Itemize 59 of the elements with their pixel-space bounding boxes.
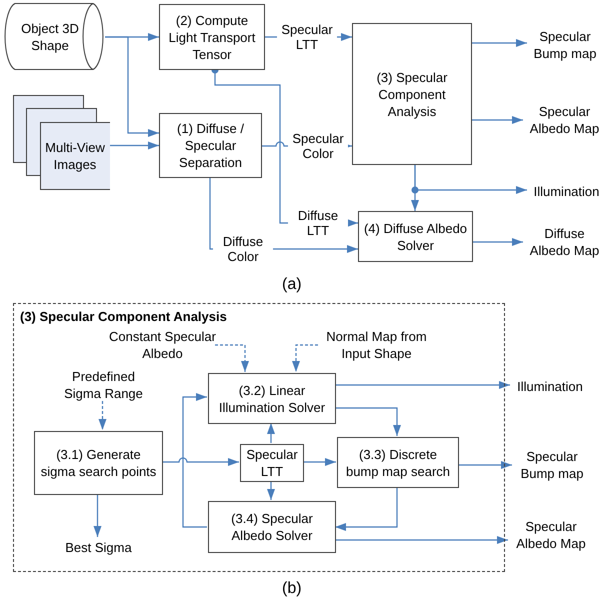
output-label: Predefined Sigma Range xyxy=(56,368,151,402)
edge-label: Diffuse LTT xyxy=(288,208,348,238)
arrow xyxy=(411,165,419,211)
box-label: Specular LTT xyxy=(245,446,299,480)
box-label: (3.1) Generate sigma search points xyxy=(40,446,158,480)
process-box xyxy=(337,437,459,488)
output-label: Specular Bump map xyxy=(527,28,603,62)
box-label: (3.2) Linear Illumination Solver xyxy=(218,382,326,416)
dashed-arrow xyxy=(215,344,249,372)
output-label: Specular Bump map xyxy=(512,448,592,482)
box-label: (2) Compute Light Transport Tensor xyxy=(168,12,256,62)
output-label: Illumination xyxy=(510,377,590,395)
arrow xyxy=(267,481,275,500)
process-box xyxy=(159,4,265,70)
panel-caption: (b) xyxy=(282,579,302,599)
arrow xyxy=(472,39,527,47)
dashed-panel xyxy=(13,303,505,572)
dashed-arrow xyxy=(292,344,318,372)
arrow xyxy=(335,381,510,389)
edge-label: Specular Color xyxy=(288,131,348,161)
box-label: (4) Diffuse Albedo Solver xyxy=(363,220,468,254)
arrow xyxy=(110,142,159,150)
arrow xyxy=(303,458,336,466)
panel-heading: (3) Specular Component Analysis xyxy=(20,308,227,326)
output-label: Constant Specular Albedo xyxy=(109,328,216,362)
output-label: Illumination xyxy=(527,182,606,200)
arrow xyxy=(473,238,523,246)
arrow xyxy=(182,393,207,528)
output-label: Specular Albedo Map xyxy=(508,518,594,552)
dashed-arrow xyxy=(98,401,106,430)
process-box xyxy=(352,23,472,165)
arrow xyxy=(335,487,398,531)
box-label: (1) Diffuse / Specular Separation xyxy=(176,120,245,171)
box-label: (3.3) Discrete bump map search xyxy=(344,446,452,480)
arrow xyxy=(267,423,275,443)
output-label: Diffuse Albedo Map xyxy=(523,225,606,259)
arrow xyxy=(94,494,102,537)
process-box xyxy=(208,501,336,553)
output-label: Specular Albedo Map xyxy=(523,103,606,137)
arrow xyxy=(335,536,508,544)
arrow xyxy=(458,461,512,469)
node-text: Object 3D Shape xyxy=(20,20,80,54)
output-label: Normal Map from Input Shape xyxy=(319,328,434,362)
process-box xyxy=(34,431,163,495)
box-label: (3) Specular Component Analysis xyxy=(376,68,448,120)
process-box xyxy=(208,373,336,424)
process-box xyxy=(358,211,473,262)
process-box xyxy=(240,444,304,482)
panel-caption: (a) xyxy=(282,275,302,295)
box-label: (3.4) Specular Albedo Solver xyxy=(230,510,314,544)
node-text: Multi-View Images xyxy=(44,139,106,173)
process-box xyxy=(159,113,262,178)
arrow xyxy=(472,116,523,124)
edge-label: Specular LTT xyxy=(277,22,337,52)
arrow xyxy=(335,407,401,436)
arrow xyxy=(162,457,239,466)
edge-label: Diffuse Color xyxy=(213,234,273,264)
arrow xyxy=(105,36,159,137)
output-label: Best Sigma xyxy=(56,538,141,556)
